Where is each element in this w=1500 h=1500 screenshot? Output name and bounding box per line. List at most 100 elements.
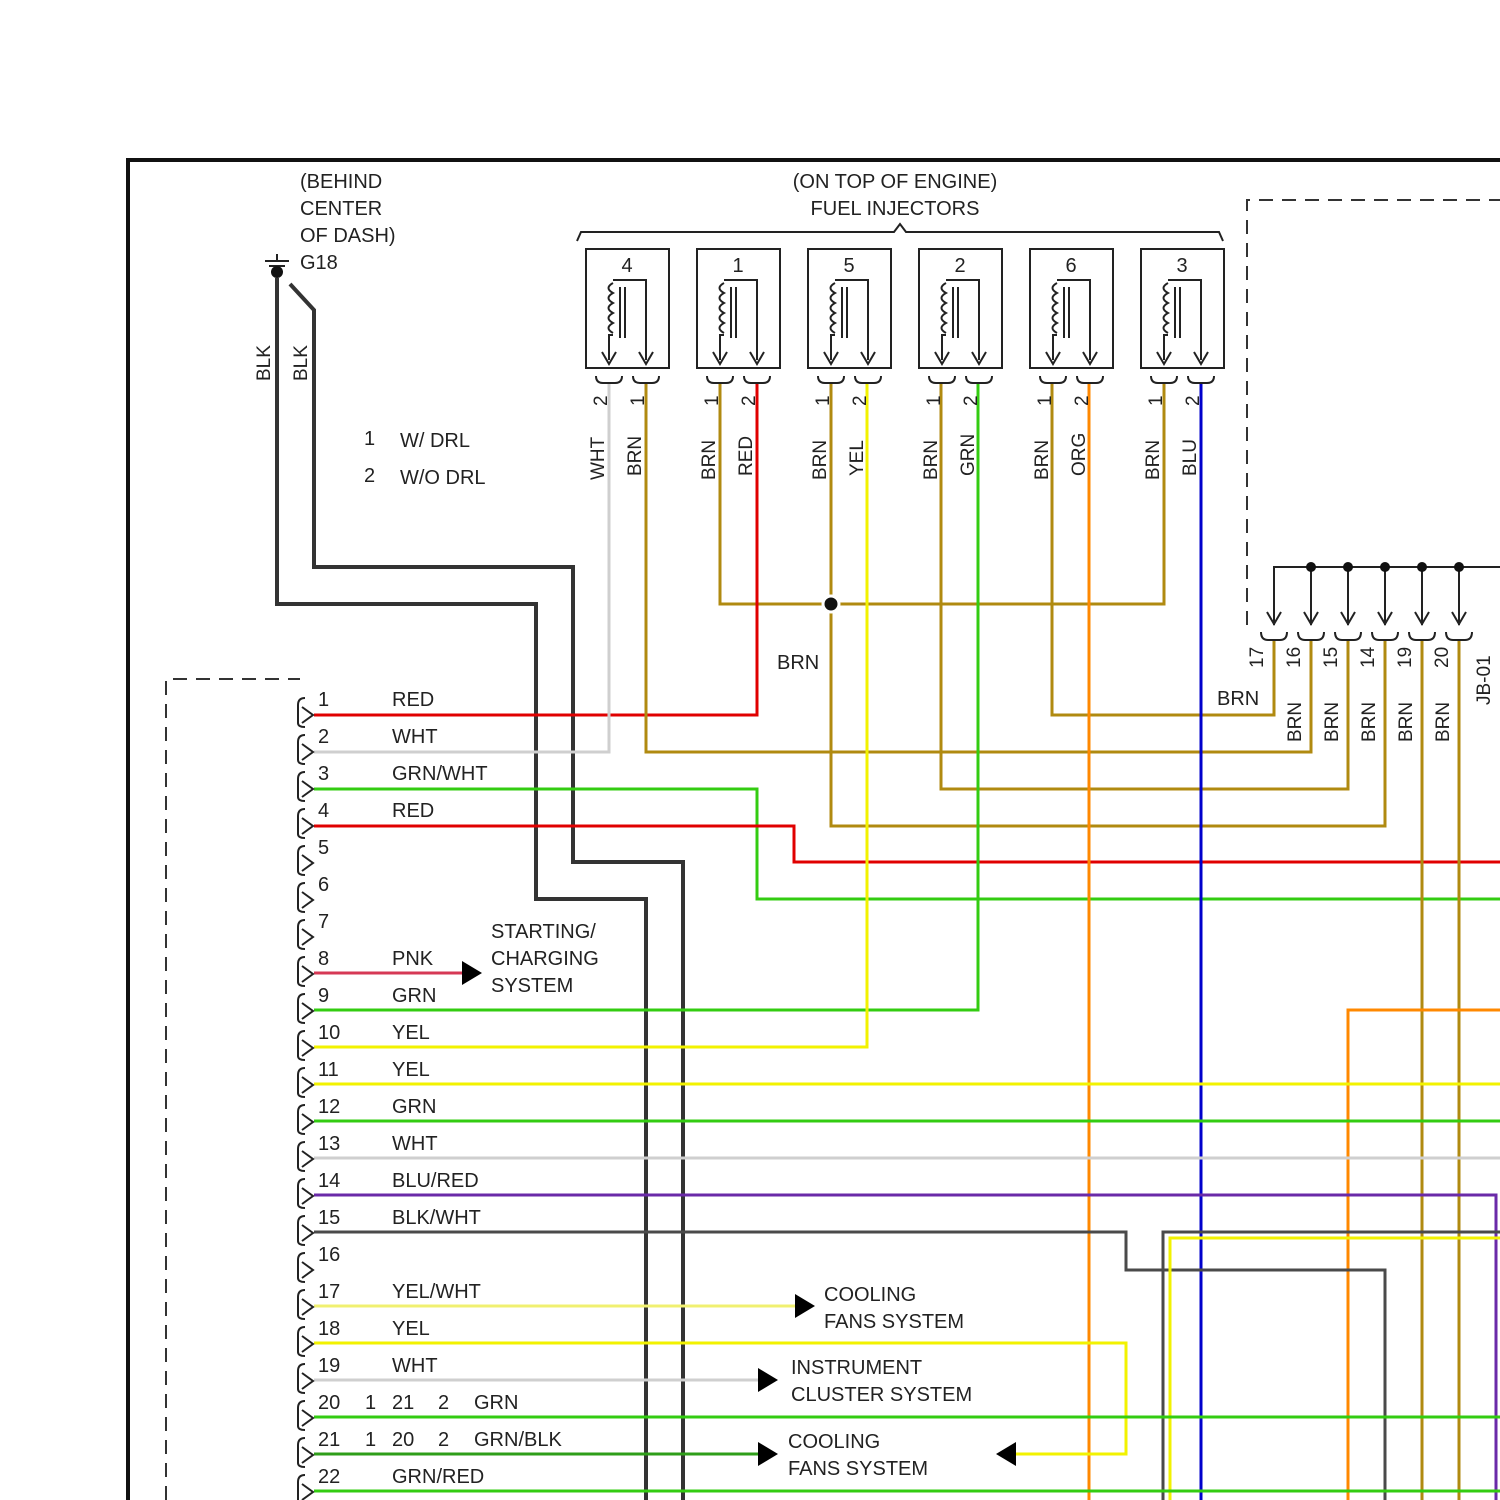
ground-location-3: OF DASH) [300, 225, 396, 247]
injector-terminal [1040, 376, 1066, 383]
ecm-connector: 1RED2WHT3GRN/WHT4RED5678PNK9GRN10YEL11YE… [298, 689, 562, 1500]
connector-pin-number: 6 [318, 874, 329, 896]
ecm-connector-outline [166, 679, 300, 1500]
instrument-cluster-line-2: CLUSTER SYSTEM [791, 1384, 972, 1406]
connector-terminal [302, 1040, 313, 1056]
injector-terminal [596, 376, 622, 383]
jb-pin-14: 14BRN [1358, 612, 1398, 742]
injector-terminal [818, 376, 844, 383]
connector-pin-17: 17YEL/WHT [298, 1281, 481, 1319]
splice-label: BRN [777, 652, 819, 674]
connector-pin-number: 21 [318, 1429, 340, 1451]
injector-terminal [633, 376, 659, 383]
injector-pin-number: 2 [1183, 395, 1204, 406]
connector-terminal [302, 1114, 313, 1130]
connector-pin-number: 20 [318, 1392, 340, 1414]
connector-pin-7: 7 [298, 911, 329, 949]
arrow-cooling-fans-1 [795, 1294, 815, 1318]
connector-pin-number: 19 [318, 1355, 340, 1377]
jb-pin-number: 17 [1247, 647, 1268, 668]
connector-terminal [302, 1410, 313, 1426]
cooling-fans-1-line-1: COOLING [824, 1284, 916, 1306]
connector-wire-label: GRN [392, 985, 436, 1007]
injector-terminal [707, 376, 733, 383]
system-cooling-fans-2: COOLING FANS SYSTEM [788, 1431, 928, 1480]
ground-wire-label-2: BLK [291, 345, 312, 381]
connector-terminal [302, 1336, 313, 1352]
connector-pin-number: 18 [318, 1318, 340, 1340]
connector-terminal [302, 744, 313, 760]
injector-wire-label: WHT [588, 436, 609, 480]
injector-pin-number: 2 [1072, 395, 1093, 406]
injector-pin-number: 1 [1035, 395, 1056, 406]
injector-3: 31BRN2BLU [1141, 249, 1224, 480]
injector-pin-number: 1 [702, 395, 723, 406]
injector-terminal [1151, 376, 1177, 383]
connector-terminal [302, 1484, 313, 1500]
ground-location-2: CENTER [300, 198, 382, 220]
injector-2: 21BRN2GRN [919, 249, 1002, 480]
connector-alt-note: 2 [438, 1429, 449, 1451]
injector-pin-number: 1 [628, 395, 649, 406]
connector-pin-13: 13WHT [298, 1133, 438, 1171]
connector-pin-number: 8 [318, 948, 329, 970]
wire-yel-right [1170, 1238, 1500, 1500]
connector-pin-8: 8PNK [298, 948, 434, 986]
connector-wire-label: GRN/BLK [474, 1429, 562, 1451]
connector-pin-number: 16 [318, 1244, 340, 1266]
arrow-cooling-fans-2-in [996, 1442, 1016, 1466]
jb-wire-label: BRN [1359, 702, 1380, 742]
jb-pin-number: 16 [1284, 647, 1305, 668]
jb-brn-label: BRN [1217, 688, 1259, 710]
injector-number: 5 [843, 255, 854, 277]
injector-number: 6 [1065, 255, 1076, 277]
connector-pin-number: 10 [318, 1022, 340, 1044]
jb-bus-dot [1417, 562, 1427, 572]
injector-number: 2 [954, 255, 965, 277]
injector-pin-number: 1 [813, 395, 834, 406]
jb-bus-dot [1343, 562, 1353, 572]
connector-terminal [302, 1299, 313, 1315]
connector-wire-label: YEL [392, 1059, 430, 1081]
injector-wire-label: BLU [1180, 439, 1201, 476]
connector-alt-pin: 20 [392, 1429, 414, 1451]
injector-terminal [1077, 376, 1103, 383]
injector-5: 51BRN2YEL [808, 249, 891, 480]
jb-wire-label: BRN [1322, 702, 1343, 742]
ground-id: G18 [300, 252, 338, 274]
connector-pin-4: 4RED [298, 800, 434, 838]
connector-wire-label: WHT [392, 726, 438, 748]
injector-terminal [929, 376, 955, 383]
connector-alt-note: 1 [365, 1392, 376, 1414]
connector-pin-number: 22 [318, 1466, 340, 1488]
jb-pin-number: 15 [1321, 647, 1342, 668]
note-1-num: 1 [364, 428, 375, 450]
jb-pin-number: 19 [1395, 647, 1416, 668]
connector-wire-label: GRN/WHT [392, 763, 488, 785]
arrow-instrument-cluster [758, 1368, 778, 1392]
injector-terminal [966, 376, 992, 383]
instrument-cluster-line-1: INSTRUMENT [791, 1357, 922, 1379]
connector-wire-label: GRN [474, 1392, 518, 1414]
connector-pin-16: 16 [298, 1244, 340, 1282]
arrow-starting-charging [462, 961, 482, 985]
injectors-brace [577, 224, 1223, 241]
connector-wire-label: WHT [392, 1355, 438, 1377]
arrow-cooling-fans-2-out [758, 1442, 778, 1466]
jb-pin-20: 20BRN [1432, 612, 1472, 742]
connector-terminal [302, 1003, 313, 1019]
jb-terminal [1335, 632, 1361, 640]
connector-terminal [302, 1447, 313, 1463]
injector-wire-label: BRN [921, 440, 942, 480]
jb-terminal [1409, 632, 1435, 640]
connector-terminal [302, 781, 313, 797]
injector-number: 1 [732, 255, 743, 277]
jb-terminal [1372, 632, 1398, 640]
jb-pin-19: 19BRN [1395, 612, 1435, 742]
connector-wire-label: WHT [392, 1133, 438, 1155]
connector-pin-number: 14 [318, 1170, 340, 1192]
jb-bus-dot [1306, 562, 1316, 572]
connector-pin-12: 12GRN [298, 1096, 436, 1134]
connector-alt-note: 1 [365, 1429, 376, 1451]
